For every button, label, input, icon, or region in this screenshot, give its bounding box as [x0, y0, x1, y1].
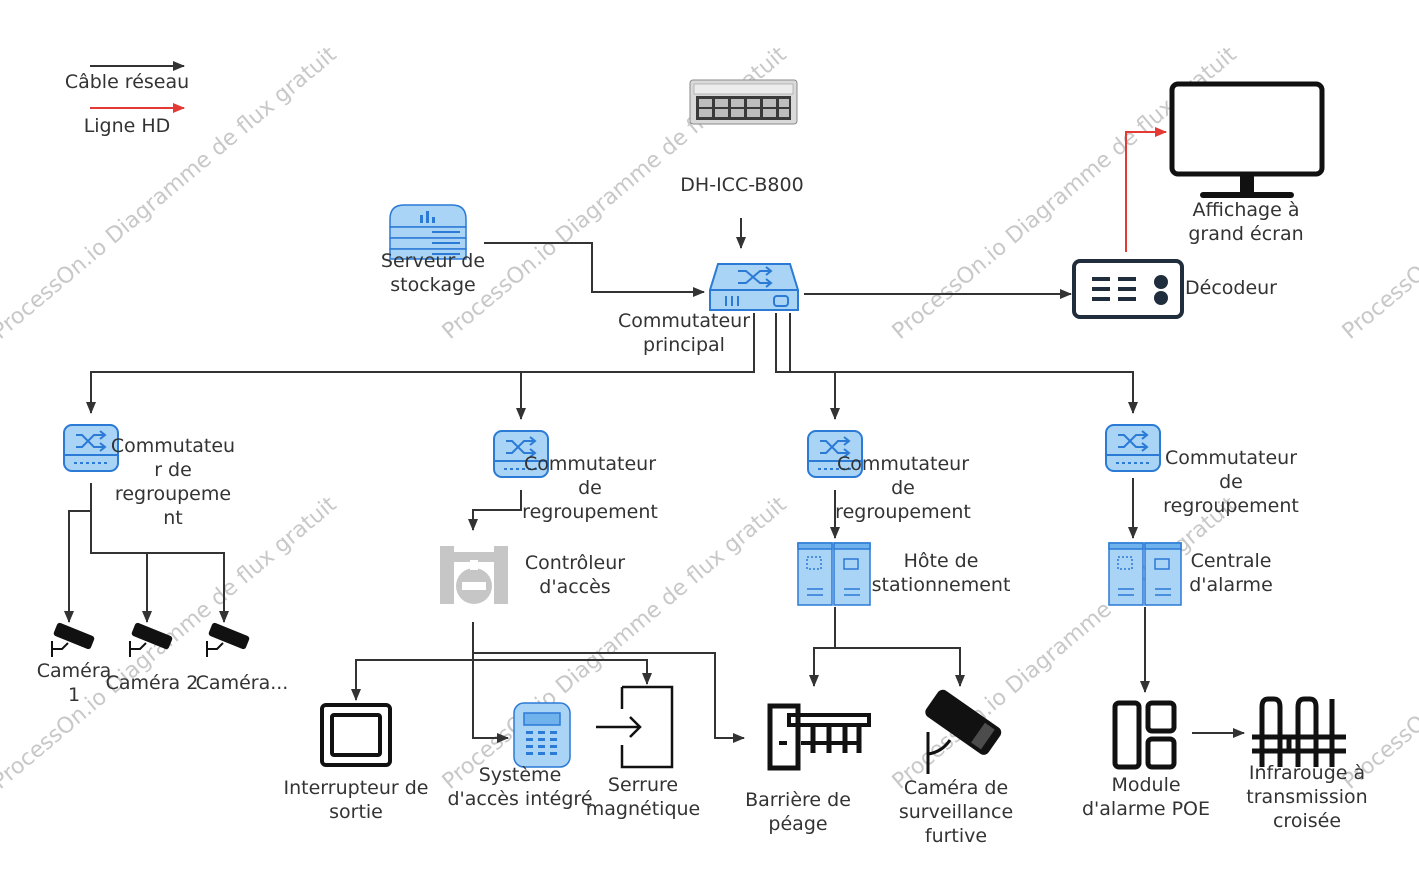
main-switch-label: Commutateur principal	[617, 310, 751, 356]
edge-parking-to-barrier	[809, 607, 836, 687]
door-lock-icon	[596, 685, 674, 769]
rack-server-icon	[689, 79, 798, 125]
agg-switch-1-label: Commutateu r de regroupeme nt	[110, 435, 236, 529]
access-controller-label: Contrôleur d'accès	[524, 552, 626, 598]
camera-icon	[129, 622, 173, 657]
decoder-label: Décodeur	[1185, 277, 1277, 299]
server-cabinet-icon	[1108, 542, 1182, 606]
camera-1-label: Caméra 1	[36, 660, 112, 706]
edge-agg2-to-controller	[468, 490, 522, 531]
switch-icon	[709, 263, 799, 311]
edge-agg1-to-cam3	[147, 552, 229, 623]
access-system-label: Système d'accès intégré	[447, 764, 593, 810]
exit-switch-label: Interrupteur de sortie	[283, 777, 429, 823]
edge-decoder-to-screen	[1125, 127, 1167, 252]
magnetic-lock-label: Serrure magnétique	[585, 774, 701, 820]
camera-icon	[206, 622, 250, 657]
keypad-icon	[513, 702, 571, 768]
edge-main-to-agg4	[789, 313, 1138, 414]
edge-controller-to-lock	[473, 659, 652, 685]
alarm-module-icon	[1112, 700, 1177, 770]
cloud-server-label: DH-ICC-B800	[680, 174, 804, 196]
watermark-text: ProcessOn.io Diagramme de flux gratuit	[438, 492, 792, 795]
decoder-icon	[1072, 259, 1184, 319]
edge-controller-to-exit	[351, 622, 474, 701]
watermark-text: ProcessOn.io Diagramme de flux gratuit	[1338, 492, 1419, 795]
server-cabinet-icon	[797, 542, 871, 606]
connections	[64, 127, 1245, 743]
edge-main-to-agg3	[775, 313, 840, 420]
legend	[90, 61, 185, 113]
edge-parking-to-hiddencam	[835, 647, 965, 687]
parking-host-label: Hôte de stationnement	[871, 550, 1011, 596]
switch-icon	[493, 430, 549, 478]
edge-storage-to-main	[484, 242, 705, 297]
infrared-label: Infrarouge à transmission croisée	[1246, 762, 1368, 832]
alarm-central-label: Centrale d'alarme	[1189, 550, 1273, 596]
switch-icon	[1105, 424, 1161, 472]
legend-hd-label: Ligne HD	[83, 115, 171, 137]
switch-icon	[63, 424, 119, 472]
agg-switch-3-label: Commutateur de regroupement	[835, 453, 971, 523]
edge-agg1-to-cam1	[64, 483, 92, 623]
edge-main-to-agg1	[86, 313, 755, 414]
hidden-camera-label: Caméra de surveillance furtive	[898, 777, 1014, 847]
edge-agg1-to-cam2	[90, 511, 152, 623]
agg-switch-2-label: Commutateur de regroupement	[522, 453, 658, 523]
edge-controller-to-barrier	[473, 652, 745, 743]
legend-network-label: Câble réseau	[64, 71, 190, 93]
edge-controller-to-keypad	[472, 660, 509, 743]
infrared-beam-icon	[1252, 696, 1346, 767]
camera-2-label: Caméra 2	[105, 672, 199, 694]
camera-3-label: Caméra...	[195, 672, 289, 694]
agg-switch-4-label: Commutateur de regroupement	[1163, 447, 1299, 517]
switch-icon	[807, 430, 863, 478]
camera-icon	[51, 622, 95, 657]
exit-switch-icon	[320, 703, 392, 767]
access-controller-icon	[440, 546, 508, 604]
poe-alarm-label: Module d'alarme POE	[1082, 774, 1210, 820]
surveillance-camera-icon	[925, 689, 1002, 774]
storage-server-label: Serveur de stockage	[380, 250, 486, 296]
watermark-text: ProcessOn.io Diagramme de flux gratuit	[1338, 42, 1419, 345]
big-screen-label: Affichage à grand écran	[1188, 199, 1304, 245]
barrier-gate-icon	[767, 703, 871, 771]
toll-barrier-label: Barrière de péage	[745, 789, 851, 835]
storage-server-icon	[389, 204, 467, 260]
monitor-icon	[1169, 81, 1325, 198]
